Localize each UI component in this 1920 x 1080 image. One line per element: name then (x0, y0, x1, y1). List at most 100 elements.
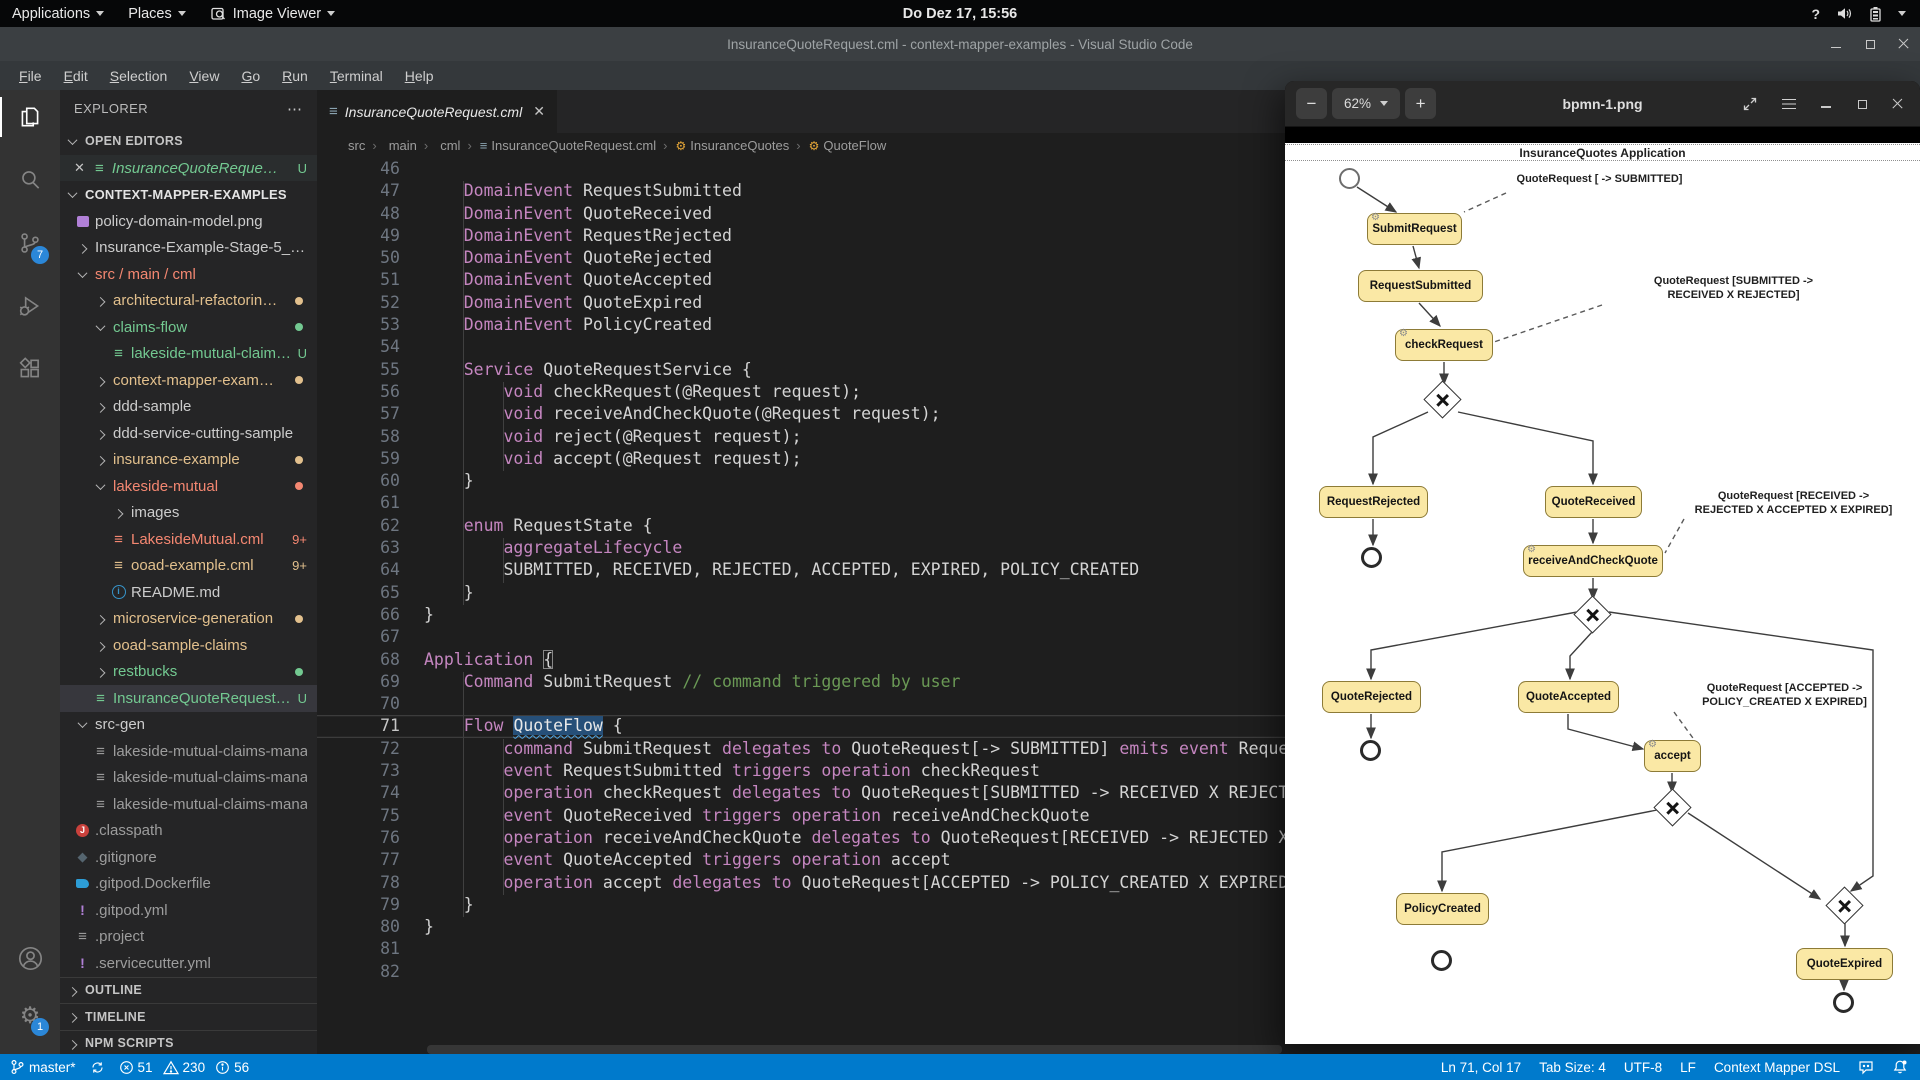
tree-row[interactable]: README.md (60, 579, 317, 606)
image-viewer-menu[interactable]: Image Viewer (198, 0, 347, 27)
tree-row-label: lakeside-mutual-claims-mana… (113, 743, 307, 760)
tree-row[interactable]: restbucks (60, 659, 317, 686)
tree-row[interactable]: .gitpod.yml (60, 897, 317, 924)
tree-row[interactable]: lakeside-mutual-claims-mana… (60, 738, 317, 765)
encoding[interactable]: UTF-8 (1624, 1060, 1662, 1075)
git-status-dot (295, 482, 303, 490)
source-control-icon[interactable]: 7 (0, 219, 60, 267)
menu-item[interactable]: Run (271, 65, 319, 87)
problems-item[interactable]: 51 230 56 (119, 1060, 250, 1075)
tree-row[interactable]: lakeside-mutual-claim… U (60, 341, 317, 368)
sidebar-section-header[interactable]: OUTLINE (60, 977, 317, 1004)
tree-row[interactable]: ddd-service-cutting-sample (60, 420, 317, 447)
tree-row[interactable]: InsuranceQuoteRequest… U (60, 685, 317, 712)
code-text: enum RequestState { (424, 515, 653, 537)
horizontal-scrollbar[interactable] (427, 1045, 1282, 1054)
close-icon[interactable]: ✕ (74, 160, 85, 176)
menu-hamburger-icon[interactable] (1782, 97, 1796, 111)
menu-item[interactable]: File (8, 65, 53, 87)
help-icon[interactable]: ? (1811, 6, 1820, 22)
fullscreen-icon[interactable] (1742, 96, 1758, 112)
tree-row[interactable]: .servicecutter.yml (60, 950, 317, 977)
tree-row[interactable]: src-gen (60, 712, 317, 739)
tree-row[interactable]: .project (60, 924, 317, 951)
open-editor-item[interactable]: ✕ InsuranceQuoteReque… U (60, 155, 317, 181)
tree-row[interactable]: claims-flow (60, 314, 317, 341)
tab-size[interactable]: Tab Size: 4 (1539, 1060, 1606, 1075)
git-status-dot (295, 376, 303, 384)
tab-insurancequoterequest[interactable]: ≡ InsuranceQuoteRequest.cml ✕ (317, 90, 557, 133)
eol[interactable]: LF (1680, 1060, 1696, 1075)
vscode-titlebar[interactable]: InsuranceQuoteRequest.cml - context-mapp… (0, 27, 1920, 61)
line-number: 77 (317, 849, 400, 871)
places-menu[interactable]: Places (116, 0, 198, 27)
tree-row[interactable]: insurance-example (60, 447, 317, 474)
notifications-bell-icon[interactable] (1892, 1059, 1908, 1075)
tab-close-icon[interactable]: ✕ (533, 103, 545, 120)
account-icon[interactable] (0, 934, 60, 982)
tree-row-label: restbucks (113, 663, 177, 680)
tree-row[interactable]: src / main / cml (60, 261, 317, 288)
bpmn-diagram[interactable]: InsuranceQuotes Application SubmitReques… (1285, 143, 1920, 1044)
menu-item[interactable]: Edit (53, 65, 99, 87)
minimize-button[interactable] (1830, 38, 1842, 50)
panel-clock[interactable]: Do Dez 17, 15:56 (903, 6, 1017, 22)
breadcrumb-item[interactable]: ⚙ InsuranceQuotes (659, 138, 789, 153)
extensions-icon[interactable] (0, 345, 60, 393)
tree-row[interactable]: ooad-example.cml 9+ (60, 553, 317, 580)
tree-row[interactable]: Insurance-Example-Stage-5_… (60, 235, 317, 262)
maximize-button[interactable] (1864, 38, 1876, 50)
run-debug-icon[interactable] (0, 282, 60, 330)
breadcrumb-item[interactable]: ≡ InsuranceQuoteRequest.cml (463, 138, 656, 153)
explorer-icon[interactable] (0, 93, 60, 141)
tree-row[interactable]: .classpath (60, 818, 317, 845)
menu-item[interactable]: Help (394, 65, 445, 87)
code-text: DomainEvent RequestSubmitted (424, 180, 742, 202)
tree-row[interactable]: lakeside-mutual-claims-mana… (60, 791, 317, 818)
viewer-maximize-button[interactable] (1856, 98, 1868, 110)
system-menu-chevron-icon[interactable] (1898, 11, 1906, 16)
settings-gear-icon[interactable]: ⚙ 1 (0, 991, 60, 1039)
tree-row[interactable]: ooad-sample-claims (60, 632, 317, 659)
zoom-in-button[interactable]: + (1405, 88, 1436, 119)
tree-row[interactable]: lakeside-mutual (60, 473, 317, 500)
applications-menu[interactable]: Applications (0, 0, 116, 27)
sidebar-section-header[interactable]: TIMELINE (60, 1003, 317, 1030)
zoom-level-dropdown[interactable]: 62% (1332, 88, 1400, 119)
viewer-close-button[interactable] (1892, 98, 1904, 110)
language-mode[interactable]: Context Mapper DSL (1714, 1060, 1840, 1075)
feedback-icon[interactable] (1858, 1059, 1874, 1075)
breadcrumb-item[interactable]: cml (420, 138, 461, 153)
tree-row[interactable]: context-mapper-exam… (60, 367, 317, 394)
explorer-actions-icon[interactable]: ⋯ (287, 100, 303, 118)
tree-row[interactable]: microservice-generation (60, 606, 317, 633)
tree-row[interactable]: lakeside-mutual-claims-mana… (60, 765, 317, 792)
menu-item[interactable]: Go (230, 65, 271, 87)
search-icon[interactable] (0, 156, 60, 204)
tree-row[interactable]: .gitpod.Dockerfile (60, 871, 317, 898)
bpmn-node-label: PolicyCreated (1404, 903, 1481, 915)
viewer-minimize-button[interactable] (1820, 98, 1832, 110)
menu-item[interactable]: Selection (99, 65, 179, 87)
menu-item[interactable]: View (178, 65, 230, 87)
sync-button[interactable] (90, 1060, 105, 1075)
tree-row[interactable]: images (60, 500, 317, 527)
close-button[interactable] (1898, 38, 1910, 50)
tree-row[interactable]: policy-domain-model.png (60, 208, 317, 235)
volume-icon[interactable] (1836, 6, 1853, 21)
git-branch-item[interactable]: master* (10, 1059, 76, 1075)
menu-item[interactable]: Terminal (319, 65, 394, 87)
breadcrumb-item[interactable]: main (368, 138, 417, 153)
sidebar-section-header[interactable]: NPM SCRIPTS (60, 1030, 317, 1055)
zoom-out-button[interactable]: − (1296, 88, 1327, 119)
breadcrumb-item[interactable]: src (344, 138, 365, 153)
open-editors-header[interactable]: OPEN EDITORS (60, 127, 317, 155)
battery-icon[interactable] (1869, 6, 1882, 22)
tree-row[interactable]: architectural-refactorin… (60, 288, 317, 315)
tree-row[interactable]: LakesideMutual.cml 9+ (60, 526, 317, 553)
breadcrumb-item[interactable]: ⚙ QuoteFlow (792, 138, 886, 153)
workspace-root[interactable]: CONTEXT-MAPPER-EXAMPLES (60, 181, 317, 208)
tree-row[interactable]: .gitignore (60, 844, 317, 871)
cursor-position[interactable]: Ln 71, Col 17 (1441, 1060, 1521, 1075)
tree-row[interactable]: ddd-sample (60, 394, 317, 421)
